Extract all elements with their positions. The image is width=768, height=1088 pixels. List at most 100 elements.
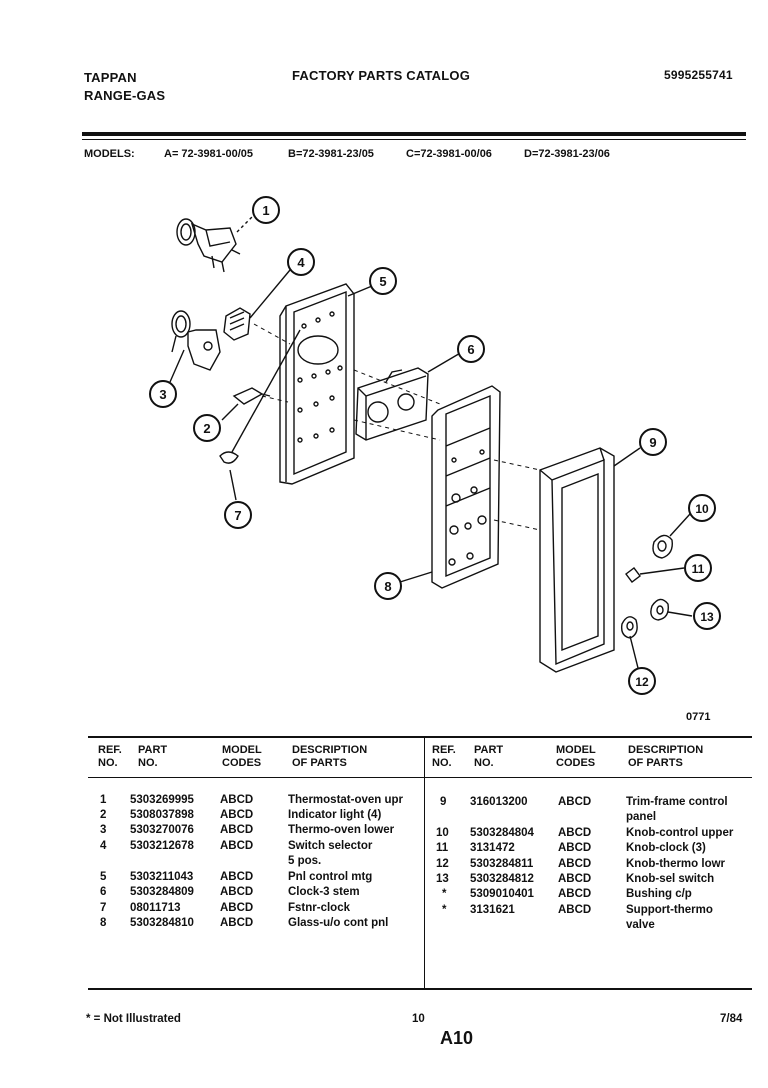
callout-12: 12 [635, 675, 649, 689]
desc-cell: panel [626, 811, 657, 823]
ref-cell: 2 [100, 809, 107, 821]
part-cell: 316013200 [470, 796, 528, 808]
header-part-right: PART NO. [474, 744, 503, 770]
part-cell: 5303284811 [470, 858, 534, 870]
section-code: A10 [440, 1028, 474, 1048]
desc-cell: Knob-thermo lowr [626, 858, 726, 870]
desc-cell: Fstnr-clock [288, 902, 350, 914]
codes-cell: ABCD [558, 904, 592, 916]
header-desc-l2: OF PARTS [292, 757, 347, 769]
revision-date: 7/84 [720, 1013, 743, 1025]
codes-cell: ABCD [558, 873, 592, 885]
codes-cell: ABCD [220, 824, 254, 836]
ref-cell: 8 [100, 917, 107, 929]
callout-9: 9 [649, 435, 656, 450]
ref-cell: 13 [436, 873, 449, 885]
header-model: MODEL CODES [222, 744, 262, 770]
indicator-bulb-part [232, 387, 271, 405]
header-part-right-l1: PART [474, 744, 504, 756]
models-label: MODELS: [84, 148, 135, 160]
header-rule [82, 132, 746, 136]
callout-4: 4 [297, 255, 305, 270]
upper-knob-part [652, 534, 673, 559]
table-top-rule [88, 736, 752, 738]
part-cell: 3131621 [470, 904, 515, 916]
clock-part [355, 367, 429, 441]
part-cell: 5303284809 [130, 886, 194, 898]
codes-cell: ABCD [220, 871, 254, 883]
callout-3: 3 [159, 387, 166, 402]
header-model-right: MODEL CODES [556, 744, 596, 770]
figure-code: 0771 [686, 711, 710, 723]
desc-cell: Bushing c/p [626, 888, 692, 900]
codes-cell: ABCD [220, 840, 254, 852]
desc-cell: Knob-clock (3) [626, 842, 706, 854]
callout-13: 13 [700, 610, 714, 624]
model-b: B=72-3981-23/05 [288, 148, 374, 160]
ref-cell: * [442, 888, 447, 900]
desc-cell: Indicator light (4) [288, 809, 382, 821]
ref-cell: 5 [100, 871, 107, 883]
header-part-l2: NO. [138, 757, 158, 769]
desc-cell: Knob-sel switch [626, 873, 715, 885]
header-ref-l1: REF. [98, 744, 122, 756]
ref-cell: 7 [100, 902, 107, 914]
indicator-light-part [223, 307, 251, 341]
clock-fastener-part [219, 451, 239, 464]
callout-7: 7 [234, 508, 241, 523]
header-ref-right: REF. NO. [432, 744, 456, 770]
header-desc-l1: DESCRIPTION [292, 744, 368, 756]
codes-cell: ABCD [558, 842, 592, 854]
desc-cell: Knob-control upper [626, 827, 734, 839]
model-d: D=72-3981-23/06 [524, 148, 610, 160]
desc-cell: Thermostat-oven upr [288, 794, 404, 806]
codes-cell: ABCD [558, 888, 592, 900]
table-header-rule [88, 777, 752, 778]
ref-cell: 9 [440, 796, 447, 808]
trim-frame-part [539, 447, 615, 673]
header-desc-right-l2: OF PARTS [628, 757, 683, 769]
clock-knob-part [625, 567, 641, 583]
header-ref-right-l1: REF. [432, 744, 456, 756]
sel-switch-knob-part [650, 598, 669, 621]
desc-cell: Switch selector [288, 840, 373, 852]
header-part-l1: PART [138, 744, 168, 756]
part-cell: 5303212678 [130, 840, 194, 852]
part-cell: 5303211043 [130, 871, 194, 883]
catalog-title: FACTORY PARTS CATALOG [292, 68, 471, 83]
callout-2: 2 [203, 421, 210, 436]
part-cell: 5303284810 [130, 917, 194, 929]
desc-cell: Glass-u/o cont pnl [288, 917, 389, 929]
header-ref-l2: NO. [98, 757, 118, 769]
thermo-knob-part [620, 616, 638, 639]
header-ref-right-l2: NO. [432, 757, 452, 769]
desc-cell: Pnl control mtg [288, 871, 373, 883]
glass-control-panel-part [431, 385, 501, 589]
page-number: 10 [412, 1013, 425, 1025]
header-part: PART NO. [138, 744, 167, 770]
brand-line2: RANGE-GAS [84, 88, 166, 103]
part-cell: 5309010401 [470, 888, 534, 900]
desc-cell: valve [626, 919, 655, 931]
table-divider [424, 737, 425, 989]
callout-1: 1 [262, 203, 269, 218]
header-model-l1: MODEL [222, 744, 262, 756]
desc-cell: 5 pos. [288, 855, 322, 867]
ref-cell: 3 [100, 824, 107, 836]
codes-cell: ABCD [220, 794, 254, 806]
callout-5: 5 [379, 274, 386, 289]
control-mounting-panel-part [279, 283, 355, 485]
codes-cell: ABCD [558, 858, 592, 870]
codes-cell: ABCD [558, 827, 592, 839]
callout-8: 8 [384, 579, 391, 594]
not-illustrated-note: * = Not Illustrated [86, 1013, 181, 1025]
codes-cell: ABCD [220, 886, 254, 898]
desc-cell: Trim-frame control [626, 796, 728, 808]
part-cell: 3131472 [470, 842, 515, 854]
thermostat-upper-part [176, 218, 241, 273]
desc-cell: Support-thermo [626, 904, 713, 916]
part-cell: 5308037898 [130, 809, 194, 821]
codes-cell: ABCD [220, 809, 254, 821]
brand-line1: TAPPAN [84, 70, 137, 85]
header-model-right-l2: CODES [556, 757, 596, 769]
